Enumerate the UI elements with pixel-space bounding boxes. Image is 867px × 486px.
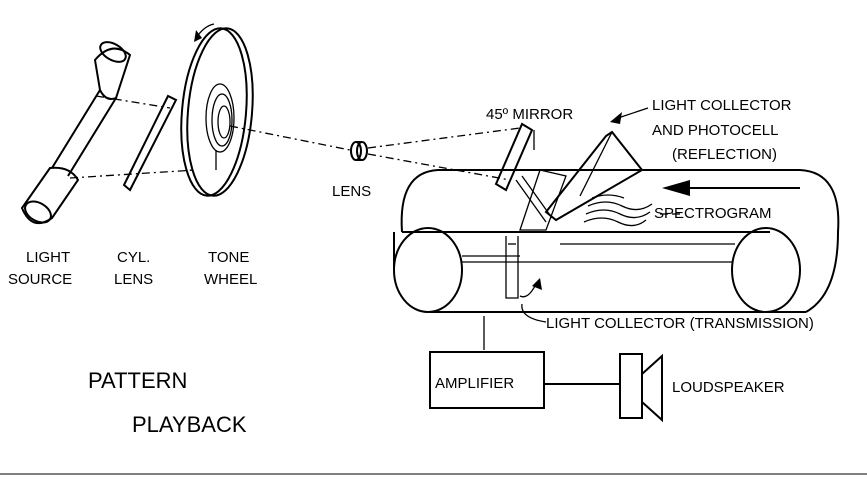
label-45-mirror: 45º MIRROR (486, 106, 573, 123)
label-loudspeaker: LOUDSPEAKER (672, 379, 785, 396)
label-spectrogram: SPECTROGRAM (654, 205, 772, 222)
belt-direction-arrow (662, 180, 800, 196)
light-rays (69, 95, 521, 181)
spectrogram-pattern (583, 194, 680, 227)
label-collector-reflection-3: (REFLECTION) (672, 146, 777, 163)
label-light-source-1: LIGHT (26, 249, 70, 266)
label-light-source-2: SOURCE (8, 271, 72, 288)
label-cyl-lens-2: LENS (114, 271, 153, 288)
spectrogram-belt (393, 169, 840, 313)
label-collector-reflection-1: LIGHT COLLECTOR (652, 97, 792, 114)
label-tone-wheel-1: TONE (208, 249, 249, 266)
label-collector-reflection-2: AND PHOTOCELL (652, 122, 778, 139)
mirror-45 (494, 122, 535, 192)
loudspeaker-icon (619, 353, 663, 423)
cylindrical-lens (122, 94, 178, 192)
collector-transmission (483, 236, 547, 350)
collector-reflection (515, 107, 649, 231)
label-collector-transmission: LIGHT COLLECTOR (TRANSMISSION) (546, 315, 814, 332)
label-cyl-lens-1: CYL. (117, 249, 150, 266)
light-source (20, 41, 132, 225)
title-pattern: PATTERN (88, 368, 187, 393)
label-lens: LENS (332, 183, 371, 200)
title-playback: PLAYBACK (132, 412, 247, 437)
focus-lens (350, 141, 368, 161)
label-tone-wheel-2: WHEEL (204, 271, 257, 288)
amplifier-box (429, 351, 545, 409)
label-amplifier: AMPLIFIER (435, 375, 514, 392)
tone-wheel (180, 23, 254, 197)
